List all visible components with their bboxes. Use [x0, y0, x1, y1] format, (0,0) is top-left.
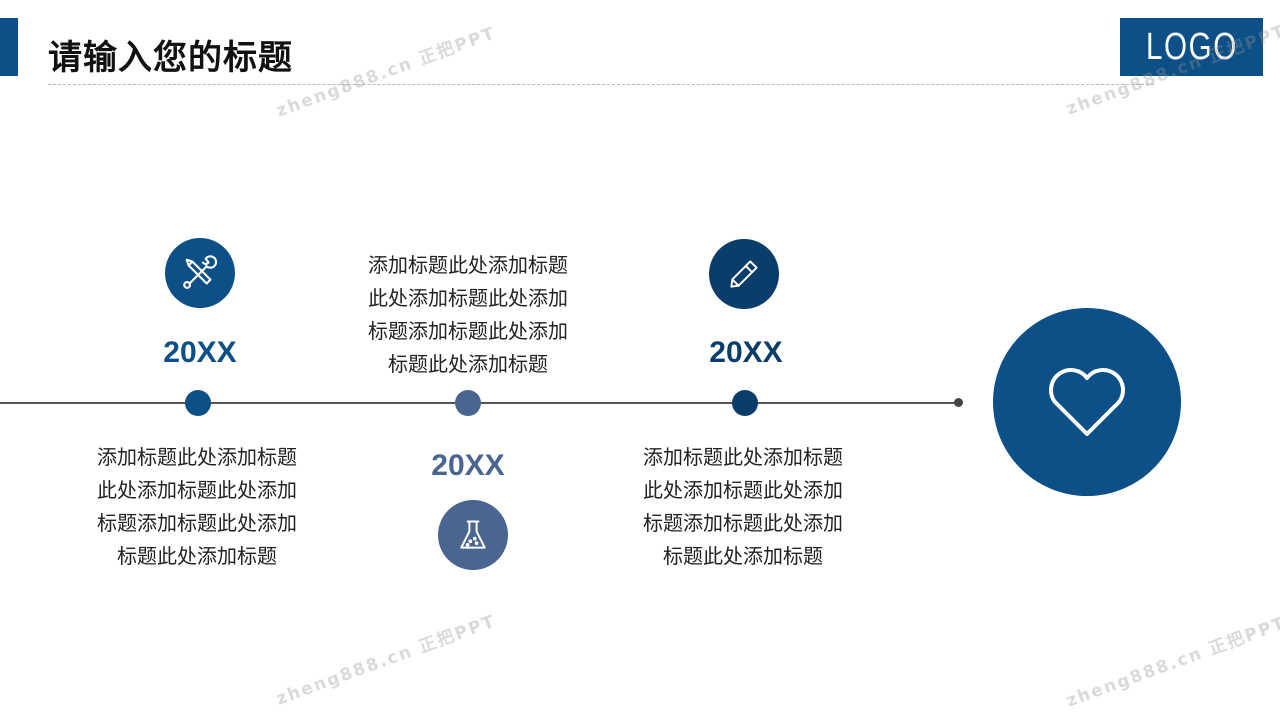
pencil-icon: [709, 239, 779, 309]
text-line: 标题此处添加标题: [388, 352, 548, 376]
watermark: zheng888.cn 正把PPT: [273, 23, 499, 122]
logo-text: LOGO: [1145, 26, 1238, 68]
timeline-text-3: 添加标题此处添加标题 此处添加标题此处添加 标题添加标题此处添加 标题此处添加标…: [628, 441, 858, 573]
text-line: 标题添加标题此处添加: [368, 319, 568, 343]
watermark: zheng888.cn 正把PPT: [1063, 613, 1280, 712]
flask-icon: [438, 500, 508, 570]
end-circle: [993, 308, 1181, 496]
timeline-text-2: 添加标题此处添加标题 此处添加标题此处添加 标题添加标题此处添加 标题此处添加标…: [353, 249, 583, 381]
timeline-node-3: [732, 390, 758, 416]
timeline-node-1: [185, 390, 211, 416]
text-line: 标题此处添加标题: [117, 544, 277, 568]
slide-title: 请输入您的标题: [48, 38, 293, 78]
timeline-text-1: 添加标题此处添加标题 此处添加标题此处添加 标题添加标题此处添加 标题此处添加标…: [82, 441, 312, 573]
timeline-year-2: 20XX: [431, 449, 505, 482]
text-line: 标题添加标题此处添加: [643, 511, 843, 535]
timeline-node-2: [455, 390, 481, 416]
watermark: zheng888.cn 正把PPT: [273, 611, 499, 710]
text-line: 添加标题此处添加标题: [643, 445, 843, 469]
timeline-end-dot: [954, 398, 963, 407]
timeline-year-1: 20XX: [163, 336, 237, 369]
title-divider: [48, 84, 1154, 85]
text-line: 此处添加标题此处添加: [97, 478, 297, 502]
text-line: 此处添加标题此处添加: [643, 478, 843, 502]
title-accent-bar: [0, 18, 18, 76]
text-line: 添加标题此处添加标题: [97, 445, 297, 469]
logo: LOGO: [1120, 18, 1263, 76]
timeline-year-3: 20XX: [709, 336, 783, 369]
heart-icon: [1049, 368, 1125, 436]
text-line: 标题此处添加标题: [663, 544, 823, 568]
tools-icon: [165, 238, 235, 308]
text-line: 标题添加标题此处添加: [97, 511, 297, 535]
text-line: 添加标题此处添加标题: [368, 253, 568, 277]
text-line: 此处添加标题此处添加: [368, 286, 568, 310]
